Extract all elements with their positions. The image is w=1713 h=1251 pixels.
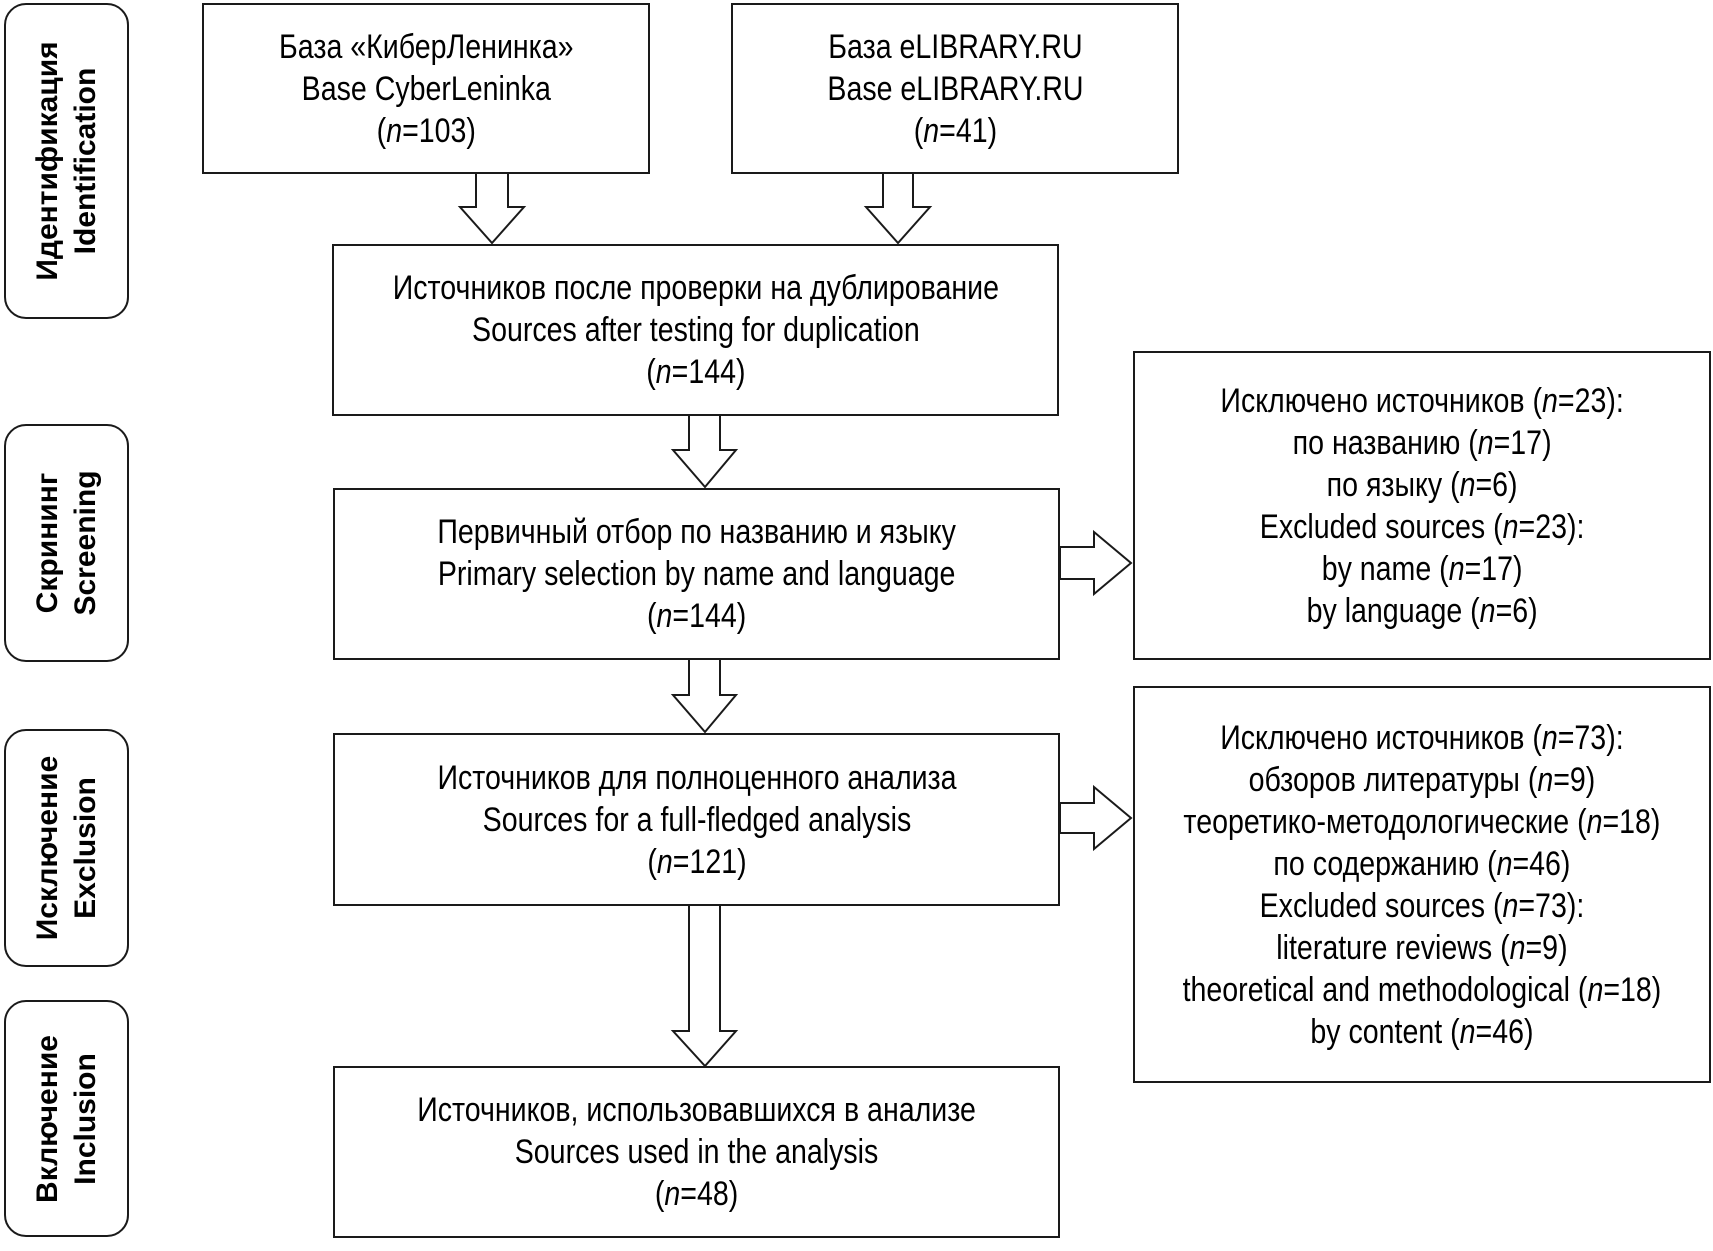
box-title-en: Sources used in the analysis: [514, 1133, 879, 1171]
box-title-en: Sources for a full-fledged analysis: [482, 800, 911, 839]
excluded-line: theoretical and methodological (n=18): [1182, 970, 1662, 1009]
box-title-en: Primary selection by name and language: [437, 555, 956, 593]
box-excluded-screening: Исключено источников (n=23): по названию…: [1133, 351, 1711, 660]
arrow-right-icon: [1059, 529, 1133, 597]
box-count: (n=144): [646, 597, 747, 635]
box-count: (n=41): [913, 111, 997, 150]
box-excluded-full: Исключено источников (n=73): обзоров лит…: [1133, 686, 1711, 1083]
excluded-line: Excluded sources (n=73):: [1259, 886, 1585, 925]
box-deduplicated: Источников после проверки на дублировани…: [332, 244, 1059, 416]
excluded-line: Excluded sources (n=23):: [1259, 507, 1585, 546]
excluded-line: literature reviews (n=9): [1276, 928, 1568, 967]
box-elibrary: База eLIBRARY.RU Base eLIBRARY.RU (n=41): [731, 3, 1179, 174]
box-count: (n=144): [645, 353, 746, 391]
arrow-down-icon: [670, 414, 739, 489]
box-full-analysis: Источников для полноценного анализа Sour…: [333, 733, 1060, 906]
box-count: (n=103): [376, 111, 476, 150]
box-used-in-analysis: Источников, использовавшихся в анализе S…: [333, 1066, 1060, 1238]
excluded-line: по содержанию (n=46): [1273, 844, 1571, 883]
box-count: (n=48): [654, 1175, 739, 1213]
excluded-screening-list: Исключено источников (n=23): по названию…: [1220, 380, 1623, 632]
box-title-ru: Источников для полноценного анализа: [436, 758, 957, 797]
arrow-down-icon: [863, 172, 933, 245]
excluded-line: теоретико-методологические (n=18): [1183, 802, 1661, 841]
box-title-en: Sources after testing for duplication: [471, 311, 920, 349]
box-title-ru: База «КиберЛенинка»: [278, 27, 574, 66]
box-title-en: Base CyberLeninka: [301, 69, 551, 108]
excluded-line: by language (n=6): [1306, 591, 1538, 630]
excluded-line: обзоров литературы (n=9): [1248, 760, 1596, 799]
excluded-line: по языку (n=6): [1326, 465, 1518, 504]
excluded-line: by content (n=46): [1310, 1012, 1534, 1051]
box-title-ru: Источников после проверки на дублировани…: [392, 269, 999, 307]
arrow-down-icon: [670, 658, 739, 734]
box-cyberleninka: База «КиберЛенинка» Base CyberLeninka (n…: [202, 3, 650, 174]
box-title-ru: Первичный отбор по названию и языку: [437, 513, 956, 551]
excluded-line: Исключено источников (n=73):: [1220, 718, 1624, 757]
box-title-ru: Источников, использовавшихся в анализе: [417, 1091, 976, 1129]
arrow-down-icon: [670, 904, 739, 1068]
excluded-line: Исключено источников (n=23):: [1220, 381, 1624, 420]
box-primary-selection: Первичный отбор по названию и языку Prim…: [333, 488, 1060, 660]
arrow-down-icon: [457, 172, 527, 245]
box-title-en: Base eLIBRARY.RU: [826, 69, 1084, 108]
excluded-line: по названию (n=17): [1292, 423, 1552, 462]
excluded-full-list: Исключено источников (n=73): обзоров лит…: [1183, 717, 1662, 1053]
box-count: (n=121): [646, 842, 747, 881]
excluded-line: by name (n=17): [1321, 549, 1523, 588]
arrow-right-icon: [1059, 784, 1133, 852]
box-title-ru: База eLIBRARY.RU: [827, 27, 1083, 66]
